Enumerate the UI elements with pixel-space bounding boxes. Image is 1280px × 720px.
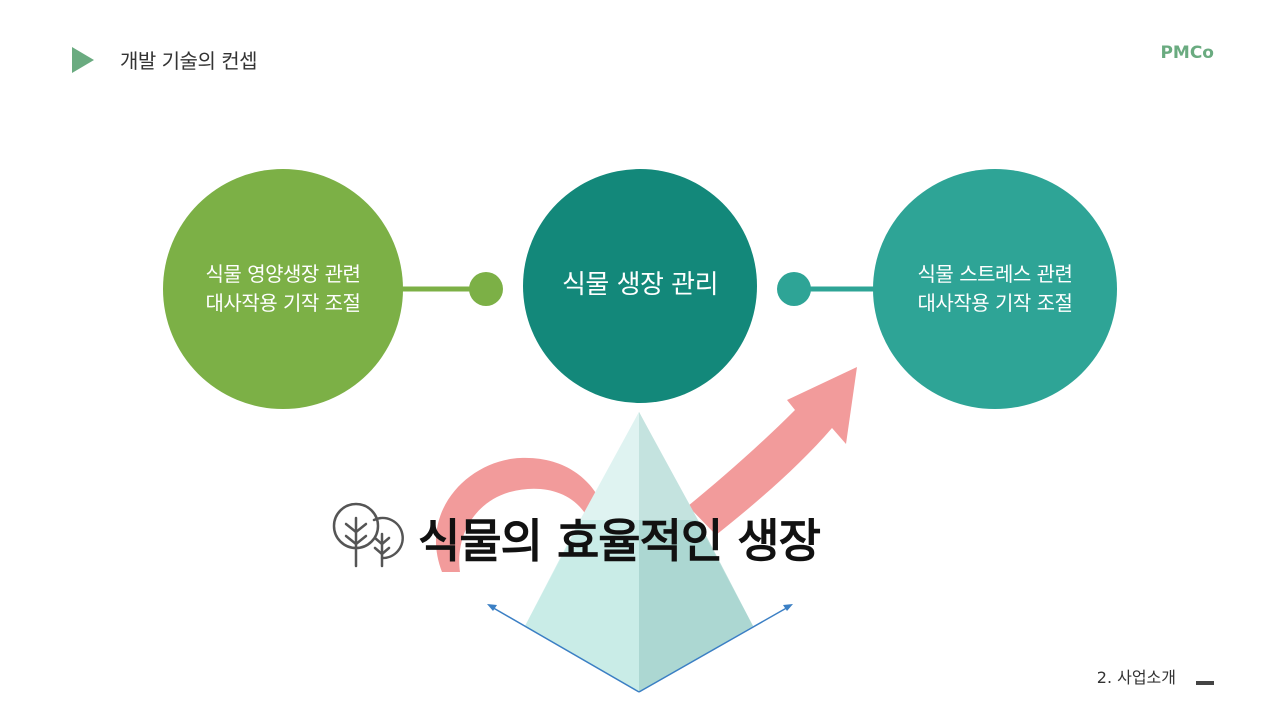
growth-arrow-head	[688, 367, 857, 535]
circle-growth-management: 식물 생장 관리	[523, 169, 757, 403]
pyramid-right-lower	[639, 520, 753, 692]
pyramid-left-lower	[525, 520, 639, 692]
circle-middle-label: 식물 생장 관리	[561, 270, 719, 301]
headline-efficient-growth: 식물의 효율적인 생장	[418, 514, 821, 568]
section-label: 2. 사업소개	[1096, 668, 1176, 687]
pyramid-top-left	[580, 412, 639, 520]
header-triangle-icon	[72, 47, 94, 73]
circle-right-label: 식물 스트레스 관련 대사작용 기작 조절	[917, 262, 1073, 315]
guide-line-right	[638, 605, 791, 693]
footer-bar	[1196, 681, 1214, 685]
circle-left-label: 식물 영양생장 관련 대사작용 기작 조절	[205, 262, 361, 315]
guide-arrowhead-left	[487, 604, 497, 611]
connector-right-dot	[777, 272, 811, 306]
connector-left-dot	[469, 272, 503, 306]
guide-line-left	[489, 605, 640, 693]
page-title: 개발 기술의 컨셉	[120, 49, 258, 73]
growth-arrow	[435, 457, 600, 572]
guide-arrowhead-right	[783, 604, 793, 611]
brand-logo: PMCo	[1160, 43, 1214, 63]
pyramid-top-right	[639, 412, 698, 520]
circle-stress-metabolism: 식물 스트레스 관련 대사작용 기작 조절	[873, 169, 1117, 409]
circle-vegetative-growth: 식물 영양생장 관련 대사작용 기작 조절	[163, 169, 403, 409]
trees-icon	[332, 502, 404, 568]
